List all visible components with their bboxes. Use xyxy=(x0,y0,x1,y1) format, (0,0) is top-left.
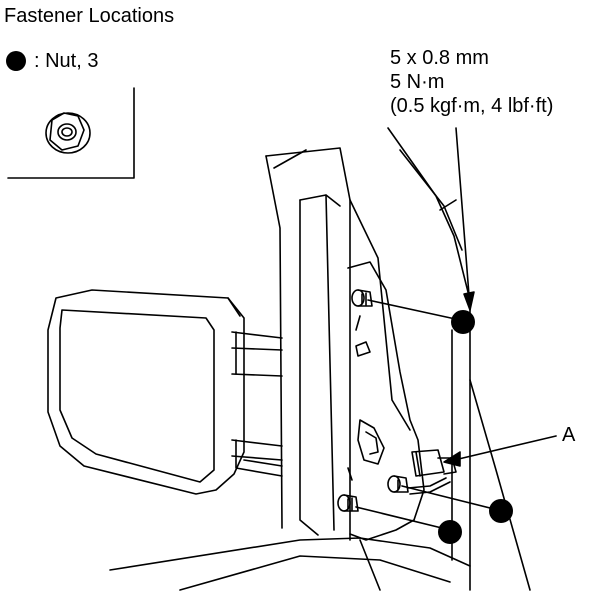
spec-arrowhead xyxy=(463,291,475,311)
torque-value: 5 N·m xyxy=(390,71,445,93)
middle-stud xyxy=(387,475,409,493)
flange-nut-icon xyxy=(45,112,91,154)
torque-spec: 5 x 0.8 mm 5 N·m (0.5 kgf·m, 4 lbf·ft) xyxy=(390,46,553,118)
torque-conversion: (0.5 kgf·m, 4 lbf·ft) xyxy=(390,95,554,117)
nut-inset-box xyxy=(7,87,135,179)
diagram-title: Fastener Locations xyxy=(4,5,175,27)
nut-legend-dot xyxy=(6,51,26,71)
upper-stud xyxy=(351,289,373,307)
nut-location-dot-upper xyxy=(451,310,475,334)
connector-callout-label: A xyxy=(562,424,576,446)
lower-stud xyxy=(337,494,359,512)
connector-a xyxy=(407,449,457,495)
inner-door-panel xyxy=(347,261,425,541)
nut-location-dot-lower xyxy=(438,520,462,544)
leader-lines xyxy=(355,127,557,531)
fastener-size: 5 x 0.8 mm xyxy=(390,47,489,69)
door-frame-outline xyxy=(109,127,531,591)
side-mirror xyxy=(47,289,283,495)
callout-a-arrowhead xyxy=(443,451,461,467)
nut-location-dot-middle xyxy=(489,499,513,523)
nut-legend-label: : Nut, 3 xyxy=(34,50,99,72)
